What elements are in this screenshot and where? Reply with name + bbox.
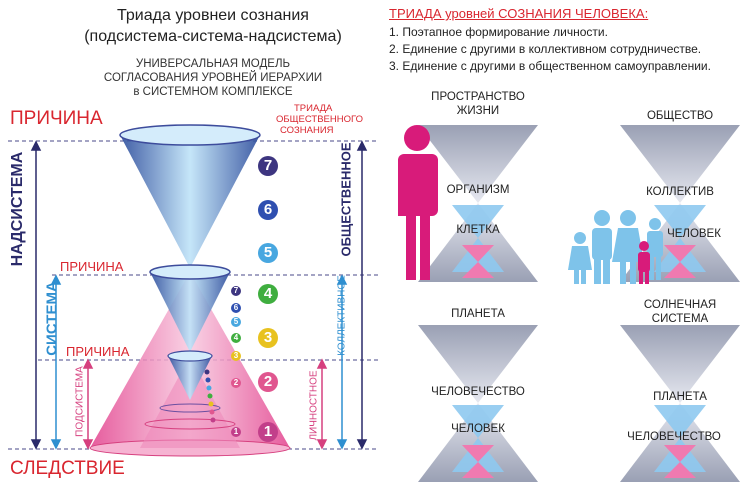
small-number-5: 5 — [233, 317, 239, 326]
legend-item-1: 1. Поэтапное формирование личности. — [389, 25, 608, 39]
panel-3-low-label: ЧЕЛОВЕК — [451, 423, 505, 435]
panel-1-caption-line2: ЖИЗНИ — [456, 105, 500, 117]
triad-note-line3: СОЗНАНИЯ — [280, 125, 334, 136]
small-number-3: 3 — [233, 351, 239, 360]
panel-2-caption-line1: ОБЩЕСТВО — [646, 110, 714, 122]
panel-3-caption-line1: ПЛАНЕТА — [451, 308, 505, 320]
label-supersystem: НАДСИСТЕМА — [9, 151, 26, 267]
panel-2-low-label: ЧЕЛОВЕК — [667, 228, 721, 240]
panel-1-low-label: КЛЕТКА — [456, 224, 500, 236]
subtitle-line2: СОГЛАСОВАНИЯ УРОВНЕЙ ИЕРАРХИИ — [103, 72, 323, 84]
small-number-7: 7 — [233, 286, 239, 295]
triad-note-line2: ОБЩЕСТВЕННОГО — [276, 114, 363, 125]
small-number-1: 1 — [233, 427, 239, 436]
panel-4-low-label: ЧЕЛОВЕЧЕСТВО — [627, 431, 721, 443]
big-number-6: 6 — [263, 201, 273, 218]
legend-item-3: 3. Единение с другими в общественном сам… — [389, 59, 711, 73]
big-number-5: 5 — [263, 244, 273, 261]
panel-1-hourglass — [418, 125, 538, 282]
cause-mid-label: ПРИЧИНА — [60, 259, 124, 274]
triad-note-line1: ТРИАДА — [294, 103, 333, 114]
big-number-1: 1 — [263, 423, 273, 440]
family-icon — [568, 210, 663, 284]
panel-4-caption-line1: СОЛНЕЧНАЯ — [643, 299, 717, 311]
main-title-line2: (подсистема-система-надсистема) — [84, 28, 342, 45]
subtitle-line1: УНИВЕРСАЛЬНАЯ МОДЕЛЬ — [135, 58, 291, 70]
big-number-4: 4 — [263, 285, 273, 302]
subtitle-line3: в СИСТЕМНОМ КОМПЛЕКСЕ — [133, 86, 293, 98]
panel-4-mid-label: ПЛАНЕТА — [653, 391, 707, 403]
panel-3-hourglass — [418, 325, 538, 482]
label-social: ОБЩЕСТВЕННОЕ — [338, 142, 354, 257]
legend-heading: ТРИАДА уровней СОЗНАНИЯ ЧЕЛОВЕКА: — [389, 6, 649, 21]
big-number-3: 3 — [263, 329, 273, 346]
small-number-4: 4 — [233, 333, 239, 342]
effect-label: СЛЕДСТВИЕ — [10, 458, 125, 479]
label-subsystem: ПОДСИСТЕМА — [74, 366, 86, 437]
cause-top-label: ПРИЧИНА — [10, 108, 103, 129]
top-funnel — [120, 135, 260, 268]
right-arrows — [356, 140, 368, 450]
person-icon — [398, 125, 438, 280]
panel-2-mid-label: КОЛЛЕКТИВ — [646, 186, 714, 198]
left-arrows — [30, 140, 42, 450]
legend-item-2: 2. Единение с другими в коллективном сот… — [389, 42, 702, 56]
big-number-2: 2 — [263, 373, 273, 390]
cause-low-label: ПРИЧИНА — [66, 344, 130, 359]
big-number-circles — [258, 156, 278, 442]
mid-funnel — [150, 272, 230, 352]
small-number-circles — [231, 286, 241, 437]
panel-3-mid-label: ЧЕЛОВЕЧЕСТВО — [431, 386, 525, 398]
panel-1-caption-line1: ПРОСТРАНСТВО — [431, 91, 525, 103]
small-funnel — [168, 356, 212, 400]
panel-4-hourglass — [620, 325, 740, 482]
main-title-line1: Триада уровнеи сознания — [117, 7, 309, 24]
panel-4-caption-line2: СИСТЕМА — [651, 313, 709, 325]
small-number-2: 2 — [233, 378, 239, 387]
panel-1-mid-label: ОРГАНИЗМ — [446, 184, 510, 196]
big-number-7: 7 — [263, 157, 273, 174]
tiny-dots — [204, 369, 216, 423]
small-number-6: 6 — [233, 303, 239, 312]
label-system: СИСТЕМА — [43, 281, 61, 356]
label-personal: ЛИЧНОСТНОЕ — [308, 370, 320, 441]
label-collective: КОЛЛЕКТИВНОЕ — [336, 275, 348, 356]
